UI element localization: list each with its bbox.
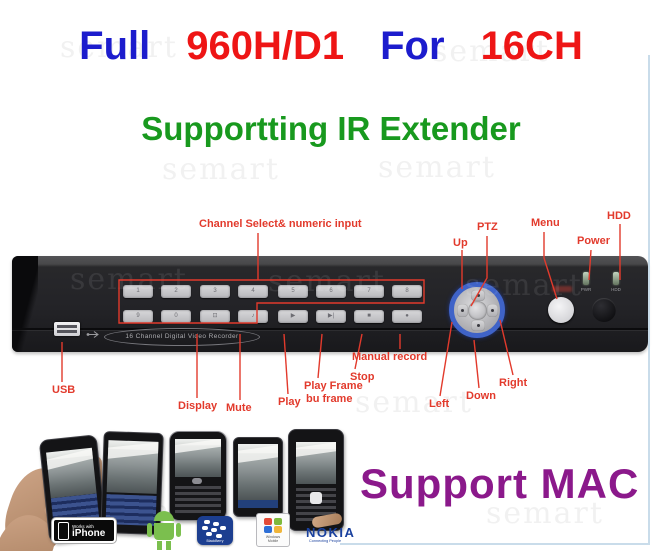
callout-right: Right <box>499 377 528 389</box>
keypad-dpad <box>310 492 322 504</box>
channel-key-7: 7 <box>354 285 384 298</box>
channel-key-2: 2 <box>161 285 191 298</box>
camera-view <box>296 442 336 484</box>
channel-key-1: 1 <box>123 285 153 298</box>
camera-view <box>46 447 97 499</box>
nokia-logo: NOKIA <box>306 525 356 540</box>
channel-key-8: 8 <box>392 285 422 298</box>
nav-down-key <box>471 320 485 331</box>
android-body <box>154 523 174 540</box>
nav-right-key <box>487 304 498 317</box>
menu-print-mark <box>552 286 572 292</box>
hdd-led-label: HDD <box>611 287 621 292</box>
callout-mute: Mute <box>226 402 252 414</box>
play-key: ▶ <box>278 310 308 323</box>
photo-edge <box>648 55 650 545</box>
callout-display: Display <box>178 400 218 412</box>
support-mac-text: Support MAC <box>360 460 640 507</box>
hdd-led <box>613 272 619 285</box>
callout-menu: Menu <box>531 217 560 229</box>
channel-key-4: 4 <box>238 285 268 298</box>
device-model-text: 16 Channel Digital Video Recorder <box>104 328 260 346</box>
panel-bevel <box>12 256 38 352</box>
channel-key-6: 6 <box>316 285 346 298</box>
badge-text: Works with <box>72 523 94 529</box>
iphone-icon <box>58 521 69 540</box>
watermark: semart <box>378 150 496 185</box>
callout-play: Play <box>278 396 301 408</box>
callout-ptz: PTZ <box>477 221 498 233</box>
android-arm <box>176 523 181 537</box>
blackberry-label: BlackBerry <box>206 539 224 543</box>
nav-up-key <box>471 290 485 301</box>
windows-label: Windows Mobile <box>265 535 281 544</box>
android-logo-icon <box>146 511 182 551</box>
callout-power: Power <box>577 235 611 247</box>
ir-receiver-window <box>592 298 616 322</box>
callout-usb: USB <box>52 384 76 396</box>
headline-subtitle: Supportting IR Extender <box>141 110 521 147</box>
callout-channel-select: Channel Select& numeric input <box>199 218 362 230</box>
callout-up: Up <box>453 237 468 249</box>
usb-port <box>54 322 80 336</box>
phone-keyboard <box>175 486 221 514</box>
stop-key: ■ <box>354 310 384 323</box>
callout-down: Down <box>466 390 496 402</box>
trackball <box>192 478 202 484</box>
callout-play-frame-2: bu frame <box>306 393 353 405</box>
camera-view <box>175 439 221 477</box>
headline-word: For <box>380 24 445 68</box>
works-with-iphone-badge: Works with iPhone <box>52 518 116 543</box>
channel-key-3: 3 <box>200 285 230 298</box>
camera-view <box>238 444 278 500</box>
phone-windows <box>233 437 283 517</box>
android-legs <box>157 541 171 550</box>
power-led-label: PWR <box>580 287 592 292</box>
panel-groove <box>12 328 648 330</box>
windows-mobile-badge: Windows Mobile <box>256 513 290 547</box>
watermark: semart <box>355 385 473 420</box>
usb-slot <box>57 325 77 328</box>
callout-manual-record: Manual record <box>352 351 428 363</box>
channel-key-0: 0 <box>161 310 191 323</box>
usb-slot <box>57 330 77 333</box>
callout-left: Left <box>429 398 450 410</box>
menu-button <box>548 297 574 323</box>
power-led <box>583 272 589 285</box>
record-key: ● <box>392 310 422 323</box>
blackberry-logo: BlackBerry <box>197 516 233 545</box>
dvr-front-panel: 1 2 3 4 5 6 7 8 9 0 ⊡ ♪ ▶ ▶| ■ ● PWR HDD <box>12 256 648 352</box>
channel-key-9: 9 <box>123 310 153 323</box>
mute-key: ♪ <box>238 310 268 323</box>
photo-edge <box>340 543 650 545</box>
channel-key-5: 5 <box>278 285 308 298</box>
headline: Full 960H/D1 For 16CH <box>0 24 662 69</box>
headline-word: Full <box>79 24 151 68</box>
nokia-slogan: Connecting People <box>309 539 342 543</box>
badge-text: iPhone <box>72 527 106 539</box>
headline-word: 960H/D1 <box>186 24 345 68</box>
headline-word: 16CH <box>480 24 583 68</box>
callout-stop: Stop <box>350 371 375 383</box>
camera-view <box>106 440 159 494</box>
nav-left-key <box>457 304 468 317</box>
phone-toolbar <box>238 500 278 508</box>
callout-play-frame-1: Play Frame <box>304 380 363 392</box>
display-key: ⊡ <box>200 310 230 323</box>
phone-blackberry <box>169 431 227 521</box>
nav-center-ptz-key <box>468 301 487 320</box>
android-head <box>154 511 174 521</box>
usb-symbol-icon <box>86 326 100 344</box>
watermark: semart <box>162 152 280 187</box>
frame-play-key: ▶| <box>316 310 346 323</box>
android-arm <box>147 523 152 537</box>
navigation-pad <box>449 282 505 338</box>
callout-hdd: HDD <box>607 210 631 222</box>
